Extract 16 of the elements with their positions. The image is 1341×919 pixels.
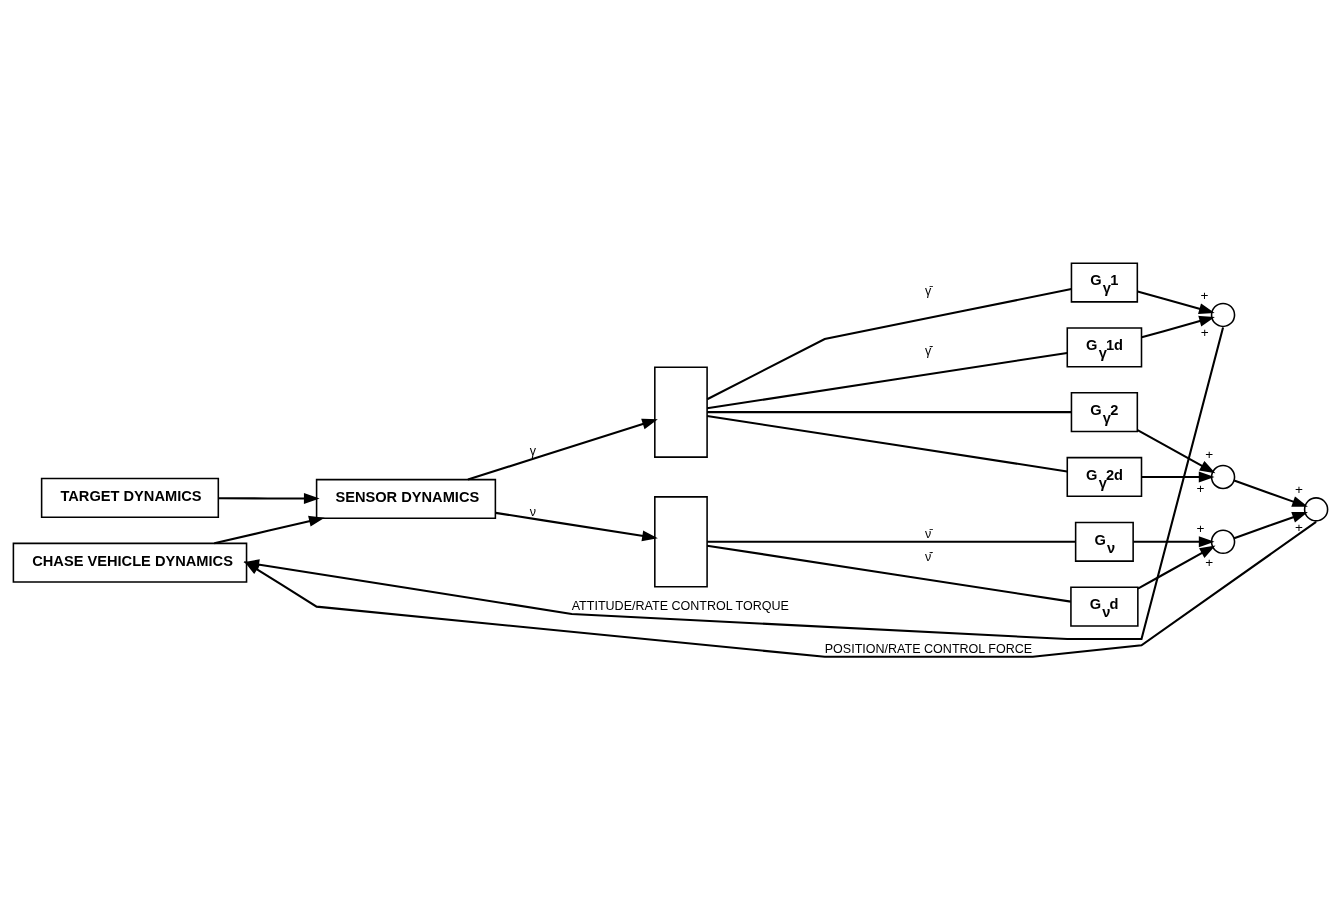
edge-label: ν̄̇ xyxy=(925,549,932,564)
edge-label: γ̄ xyxy=(925,283,932,298)
node-label: + xyxy=(1200,287,1209,303)
node-label: + xyxy=(1196,520,1205,536)
edge-label: ν xyxy=(529,504,537,519)
node-label: + xyxy=(1205,446,1214,462)
edge-label: ATTITUDE/RATE CONTROL TORQUE xyxy=(571,598,789,613)
edge-label: γ̄̇ xyxy=(925,343,932,358)
edge-label: γ xyxy=(529,443,537,458)
node-label: + xyxy=(1205,554,1214,570)
node-label: + xyxy=(1200,324,1209,340)
edge-label: ν̄ xyxy=(925,526,932,541)
edge-label: POSITION/RATE CONTROL FORCE xyxy=(824,641,1033,656)
node-label: + xyxy=(1294,519,1303,535)
node-label: + xyxy=(1294,481,1303,497)
node-label: + xyxy=(1196,480,1205,496)
